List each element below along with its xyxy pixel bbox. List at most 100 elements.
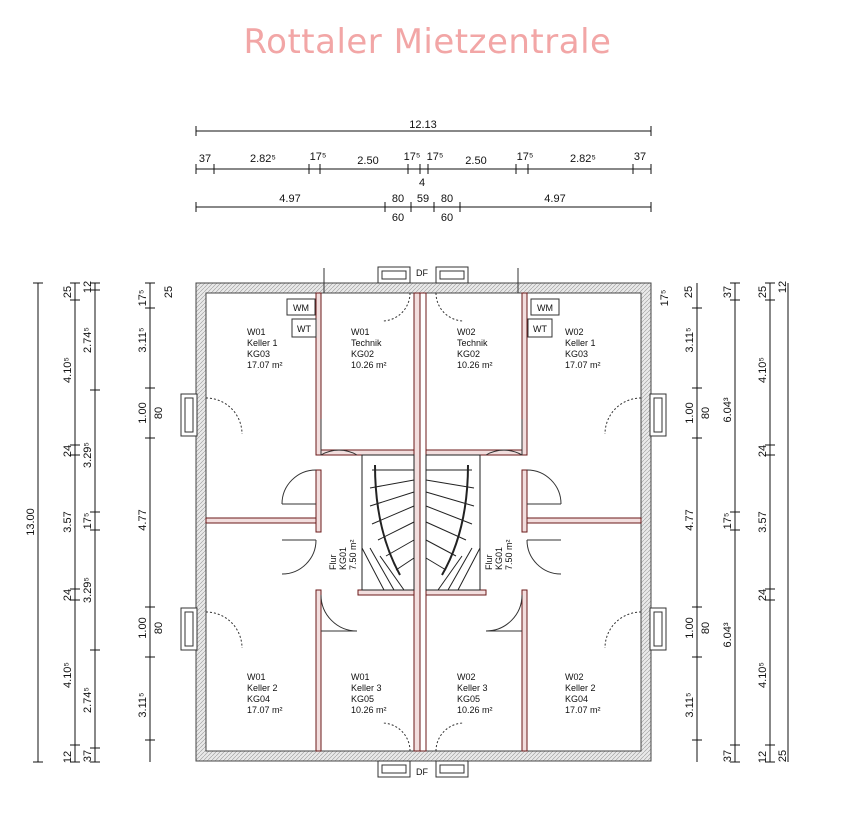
room-area: 10.26 m² — [457, 705, 493, 715]
dim-left-b0: 12 — [82, 281, 94, 293]
dim-right-b1: 80 — [700, 407, 712, 419]
dim-left-b4: 3.29⁵ — [82, 577, 94, 603]
room-unit: W01 — [351, 672, 370, 682]
dim-top-r3-0: 4.97 — [279, 193, 300, 205]
door-swings — [205, 268, 642, 752]
room-area: 17.07 m² — [247, 360, 283, 370]
room-unit: W01 — [247, 327, 266, 337]
dim-left-b1: 2.74⁵ — [82, 327, 94, 353]
room-name: Keller 1 — [565, 338, 596, 348]
room-label: W01 Technik KG02 10.26 m² — [351, 327, 387, 370]
room-code: KG03 — [247, 349, 270, 359]
room-area: 17.07 m² — [565, 360, 601, 370]
room-name: Technik — [457, 338, 488, 348]
dim-top-r2-7: 17⁵ — [517, 151, 534, 163]
wm-label-left: WM — [293, 303, 309, 313]
dim-top-r2-2: 17⁵ — [310, 151, 327, 163]
room-label: W02 Keller 3 KG05 10.26 m² — [457, 672, 493, 715]
dim-top-total: 12.13 — [409, 119, 437, 131]
dim-top-r2-8: 2.82⁵ — [570, 153, 596, 165]
room-code: KG02 — [457, 349, 480, 359]
room-label: W02 Keller 1 KG03 17.07 m² — [565, 327, 601, 370]
room-label: W01 Keller 2 KG04 17.07 m² — [247, 672, 283, 715]
room-name: Technik — [351, 338, 382, 348]
room-code: KG03 — [565, 349, 588, 359]
dim-right-a2: 1.00 — [684, 402, 696, 423]
room-unit: W01 — [351, 327, 370, 337]
dim-top-r2-5: 17⁵ — [427, 151, 444, 163]
dim-top-r2-6: 2.50 — [465, 155, 486, 167]
dim-top-r3-3: 80 — [441, 193, 453, 205]
dim-left-b5: 2.74⁵ — [82, 687, 94, 713]
dim-top-r2-3: 2.50 — [357, 155, 378, 167]
dim-right-e1: 25 — [777, 750, 789, 762]
room-name: Keller 2 — [565, 683, 596, 693]
dim-top-r2-0: 37 — [199, 153, 211, 165]
wm-label-right: WM — [537, 303, 553, 313]
dim-right-c0: 37 — [722, 286, 734, 298]
dim-left-c0: 17⁵ — [137, 290, 149, 307]
dim-right-a3: 4.77 — [684, 509, 696, 530]
room-label: W02 Keller 2 KG04 17.07 m² — [565, 672, 601, 715]
dim-left-d2: 80 — [153, 622, 165, 634]
room-code: KG02 — [351, 349, 374, 359]
fixtures: WM WT WM WT DF DF — [286, 268, 560, 777]
dim-right-d2: 24 — [757, 445, 769, 457]
flur-label-left: Flur KG01 7.50 m² — [328, 539, 358, 570]
room-name: Keller 3 — [457, 683, 488, 693]
dim-left-a4: 24 — [62, 589, 74, 601]
dim-right-c3: 6.04³ — [722, 622, 734, 647]
df-label-top: DF — [416, 268, 428, 278]
dim-top-r3-1: 80 — [392, 193, 404, 205]
room-label: W01 Keller 1 KG03 17.07 m² — [247, 327, 283, 370]
dim-left-a2: 24 — [62, 445, 74, 457]
flur-name: Flur — [484, 554, 494, 570]
dim-top-r2-sub: 4 — [419, 177, 425, 189]
room-area: 10.26 m² — [457, 360, 493, 370]
right-dimensions: 17⁵ 3.11⁵ 1.00 4.77 1.00 3.11⁵ 25 80 80 … — [659, 281, 789, 763]
room-unit: W01 — [247, 672, 266, 682]
room-area: 17.07 m² — [247, 705, 283, 715]
dim-left-total: 13.00 — [25, 508, 37, 536]
room-name: Keller 3 — [351, 683, 382, 693]
windows — [180, 266, 667, 778]
dim-left-a3: 3.57 — [62, 511, 74, 532]
dim-top-r2-1: 2.82⁵ — [250, 153, 276, 165]
flur-code: KG01 — [338, 547, 348, 570]
room-name: Keller 2 — [247, 683, 278, 693]
dim-right-a4: 1.00 — [684, 617, 696, 638]
dim-left-d0: 25 — [163, 286, 175, 298]
wt-label-right: WT — [533, 324, 547, 334]
top-dimensions: 12.13 37 2.82⁵ 17⁵ 2.50 17⁵ 17⁵ 2.50 17⁵… — [195, 119, 652, 224]
dim-right-d5: 4.10⁵ — [757, 662, 769, 688]
dim-right-a1: 3.11⁵ — [684, 327, 696, 352]
dim-top-r3-sub0: 60 — [392, 212, 404, 224]
room-label: W02 Technik KG02 10.26 m² — [457, 327, 493, 370]
room-unit: W02 — [565, 327, 584, 337]
dim-left-c5: 3.11⁵ — [137, 692, 149, 717]
dim-left-b3: 17⁵ — [82, 513, 94, 530]
room-code: KG04 — [247, 694, 270, 704]
dim-left-d1: 80 — [153, 407, 165, 419]
flur-label-right: Flur KG01 7.50 m² — [484, 539, 514, 570]
dim-left-a5: 4.10⁵ — [62, 662, 74, 688]
room-area: 10.26 m² — [351, 360, 387, 370]
dim-right-c2: 17⁵ — [722, 513, 734, 530]
dim-top-r3-4: 4.97 — [544, 193, 565, 205]
dim-right-d6: 12 — [757, 751, 769, 763]
room-code: KG05 — [351, 694, 374, 704]
room-area: 10.26 m² — [351, 705, 387, 715]
dim-right-d4: 24 — [757, 589, 769, 601]
left-dimensions: 13.00 25 4.10⁵ 24 3.57 24 4.10⁵ 12 12 2.… — [25, 281, 175, 763]
flur-area: 7.50 m² — [348, 539, 358, 570]
building-walls — [195, 282, 652, 762]
dim-left-c4: 1.00 — [137, 617, 149, 638]
staircase — [361, 454, 481, 591]
dim-top-r3-sub1: 60 — [441, 212, 453, 224]
dim-right-b2: 80 — [700, 622, 712, 634]
dim-left-a0: 25 — [62, 286, 74, 298]
dim-left-c1: 3.11⁵ — [137, 327, 149, 352]
room-unit: W02 — [565, 672, 584, 682]
dim-right-c1: 6.04³ — [722, 397, 734, 422]
